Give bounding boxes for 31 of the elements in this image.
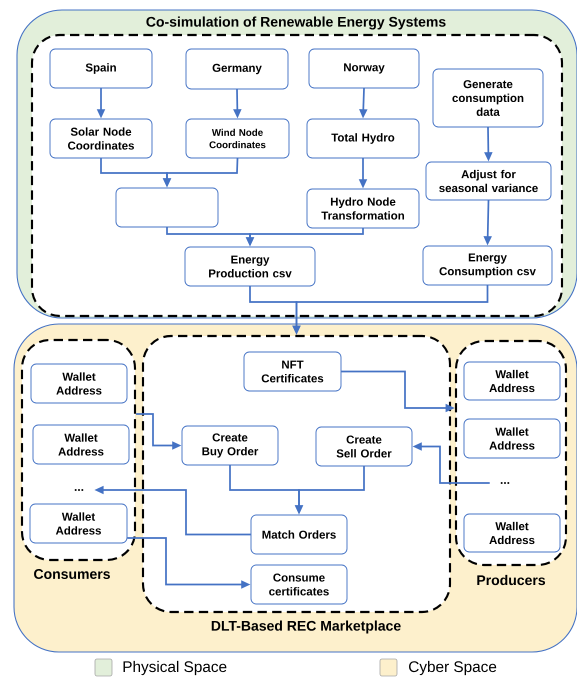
process-box: Solar Node Coordinates xyxy=(50,118,152,158)
process-box: Wallet Address xyxy=(464,418,560,458)
panel-title: Co-simulation of Renewable Energy Systems xyxy=(146,16,446,30)
process-box: Energy Production csv xyxy=(184,246,316,286)
group-label: Producers xyxy=(477,574,546,586)
process-box: Consume certificates xyxy=(250,564,348,604)
process-box xyxy=(116,188,218,228)
process-box: Wallet Address xyxy=(464,514,560,552)
group-label: Consumers xyxy=(34,569,110,579)
process-box: Hydro Node Transformation xyxy=(306,188,420,228)
ellipsis-text: ... xyxy=(74,489,84,491)
process-box: Adjust for seasonal variance xyxy=(426,162,552,200)
process-box: Wind Node Coordinates xyxy=(186,118,290,158)
process-box: Wallet Address xyxy=(30,364,128,404)
process-box: Generate consumption data xyxy=(432,68,544,128)
ellipsis-text: ... xyxy=(500,482,510,484)
process-box: Germany xyxy=(186,48,288,90)
group-label: DLT-Based REC Marketplace xyxy=(212,620,401,634)
process-box: Total Hydro xyxy=(306,118,420,158)
process-box: Energy Consumption csv xyxy=(422,246,552,286)
process-box: Spain xyxy=(50,48,152,88)
legend-label: Physical Space xyxy=(124,660,226,676)
process-box: Match Orders xyxy=(250,514,348,554)
process-box: Norway xyxy=(308,48,420,88)
process-box: Wallet Address xyxy=(32,424,130,464)
process-box: Wallet Address xyxy=(30,504,128,544)
process-box: Create Buy Order xyxy=(182,426,278,466)
process-box: Create Sell Order xyxy=(316,426,412,466)
process-box: NFT Certificates xyxy=(244,352,342,392)
legend-label: Cyber Space xyxy=(409,660,496,676)
process-box: Wallet Address xyxy=(464,362,560,400)
